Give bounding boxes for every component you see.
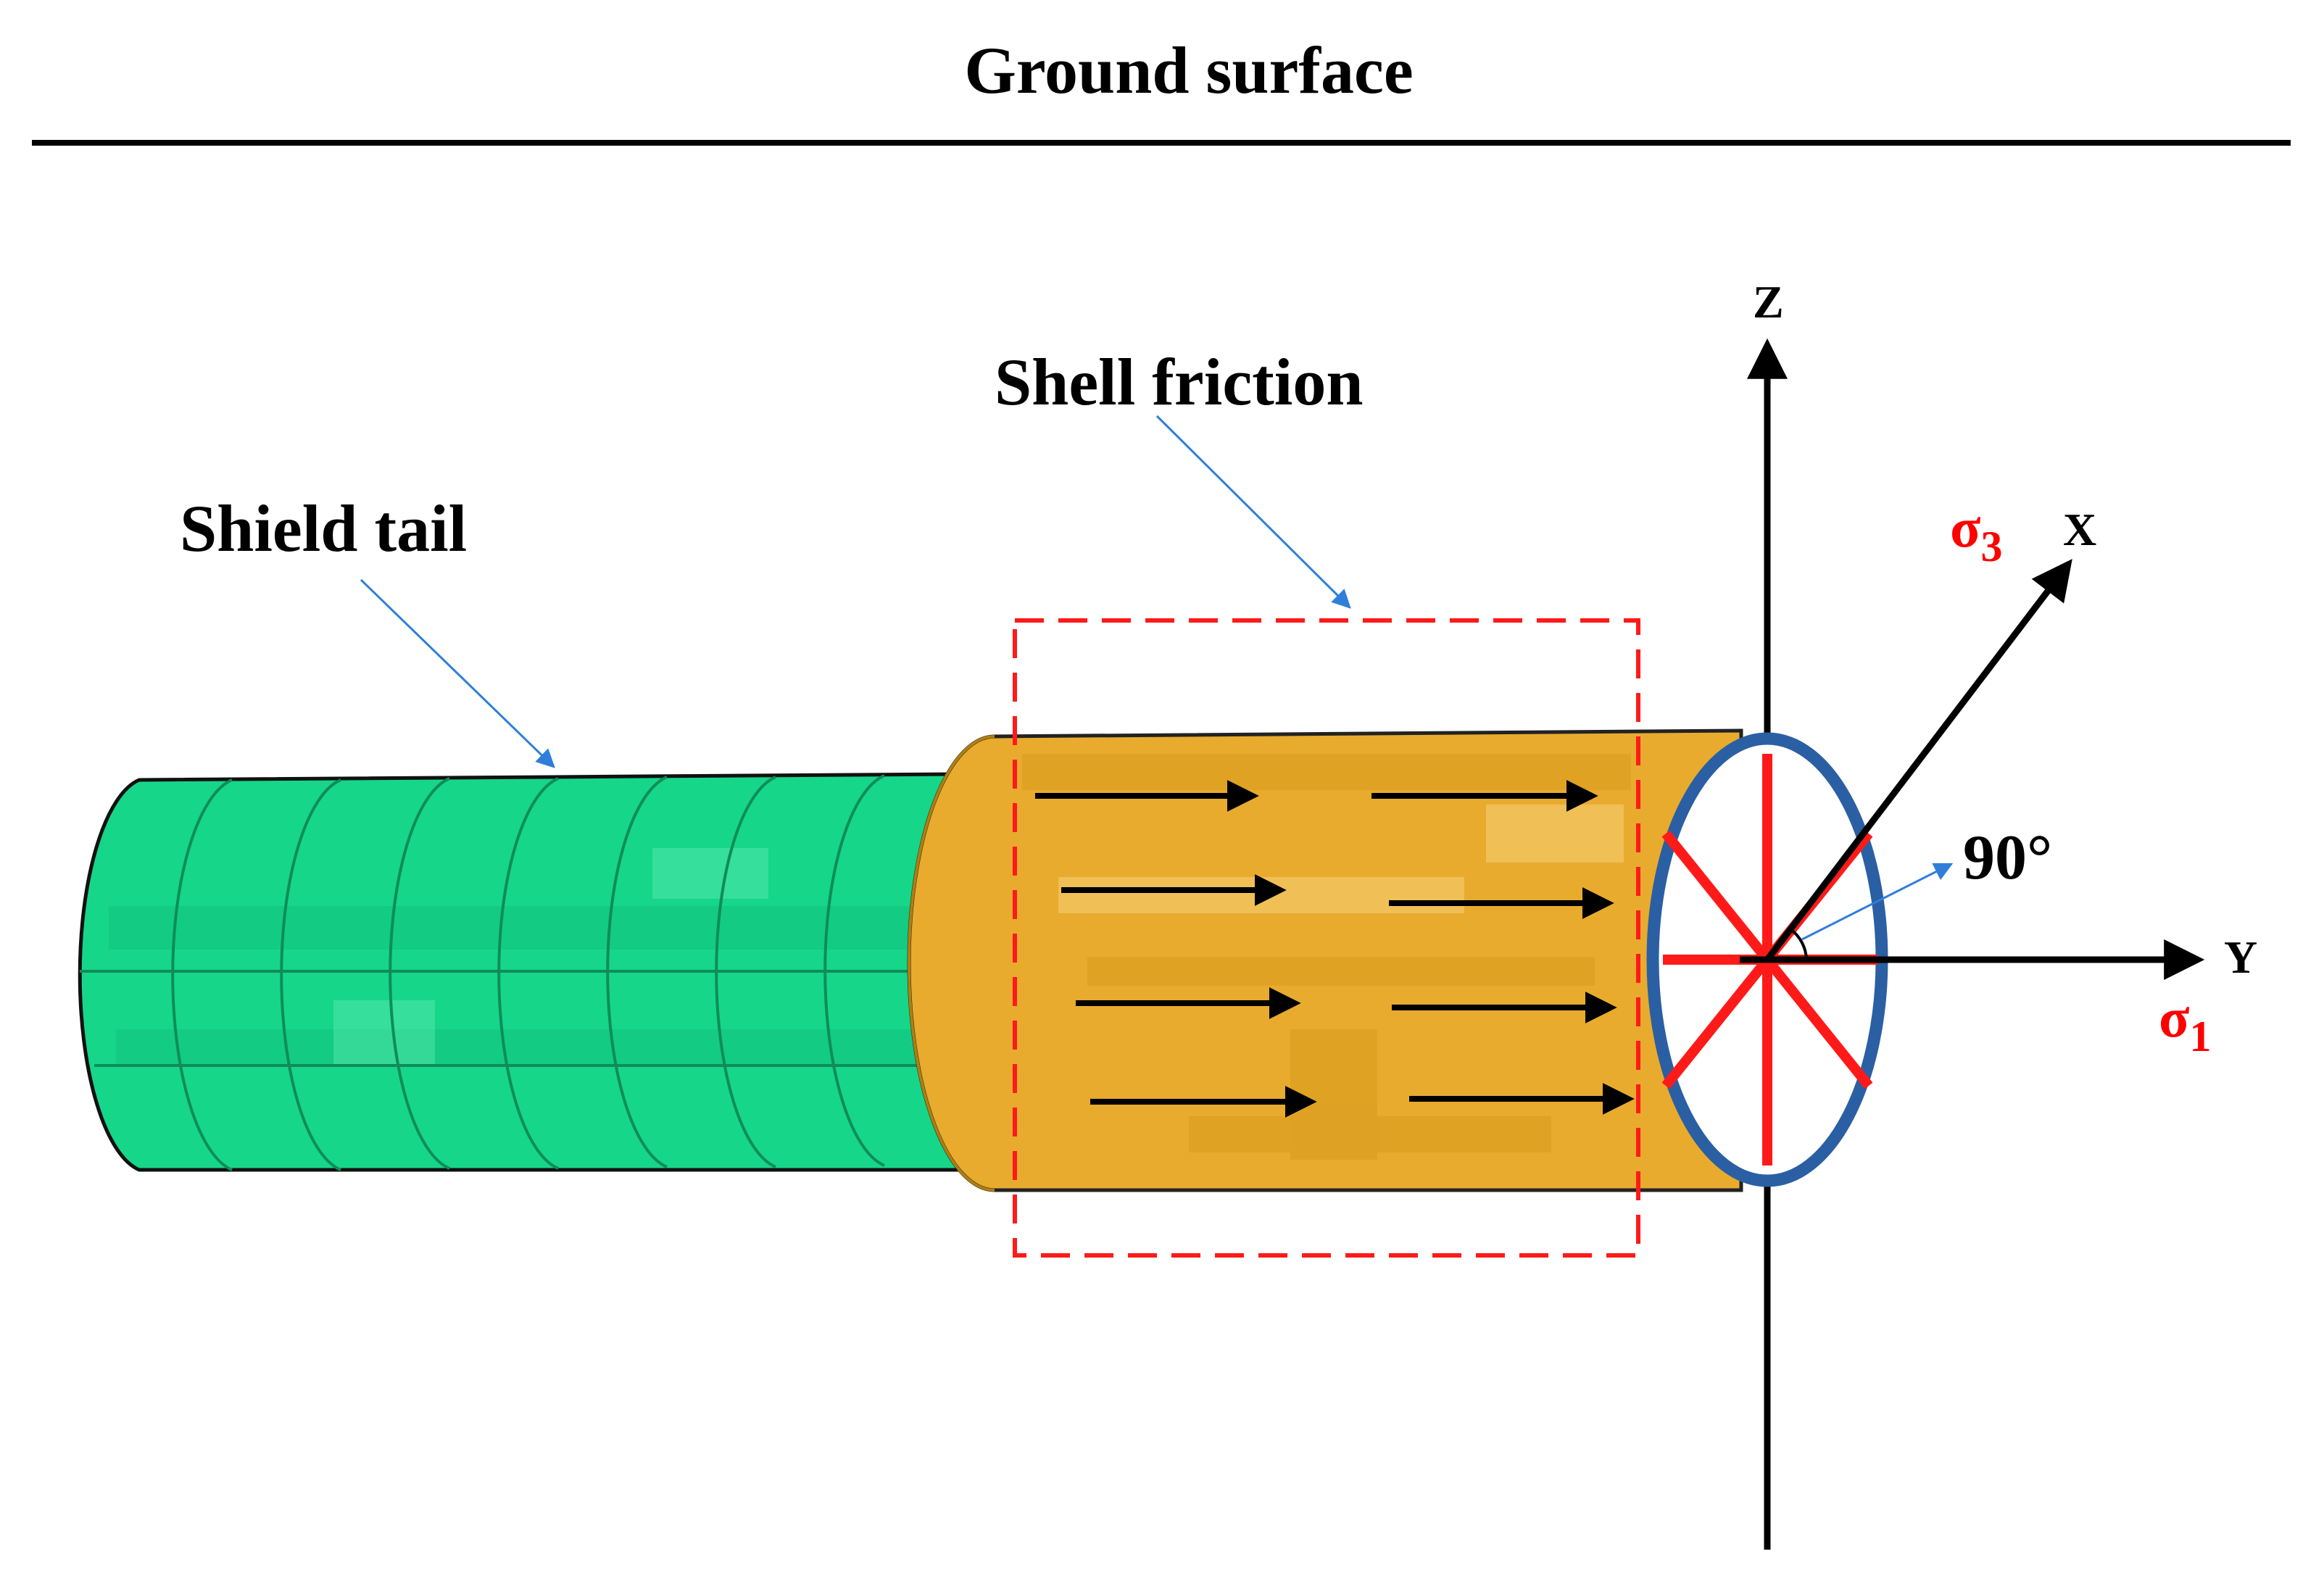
shell-friction-box [1013, 618, 1640, 1258]
shield-tail-label: Shield tail [180, 491, 467, 565]
x-axis-label: X [2063, 504, 2096, 555]
shield-tail-pointer [360, 578, 555, 768]
ground-surface-label: Ground surface [964, 33, 1413, 107]
sigma3-label: σ3 [1950, 496, 2002, 570]
shell-friction-pointer [1155, 415, 1351, 609]
z-axis-label: Z [1753, 276, 1784, 328]
friction-arrows [1035, 780, 1635, 1118]
sigma1-label: σ1 [2159, 986, 2211, 1060]
angle-arc [1789, 928, 1808, 960]
shell-friction-label: Shell friction [995, 345, 1364, 419]
angle-label: 90° [1963, 823, 2052, 893]
angle-pointer [1801, 863, 1954, 941]
shield-cylinder [907, 728, 1743, 1192]
shield-tail-cylinder [78, 772, 959, 1172]
x-axis [1764, 559, 2072, 962]
y-axis-label: Y [2224, 931, 2257, 983]
